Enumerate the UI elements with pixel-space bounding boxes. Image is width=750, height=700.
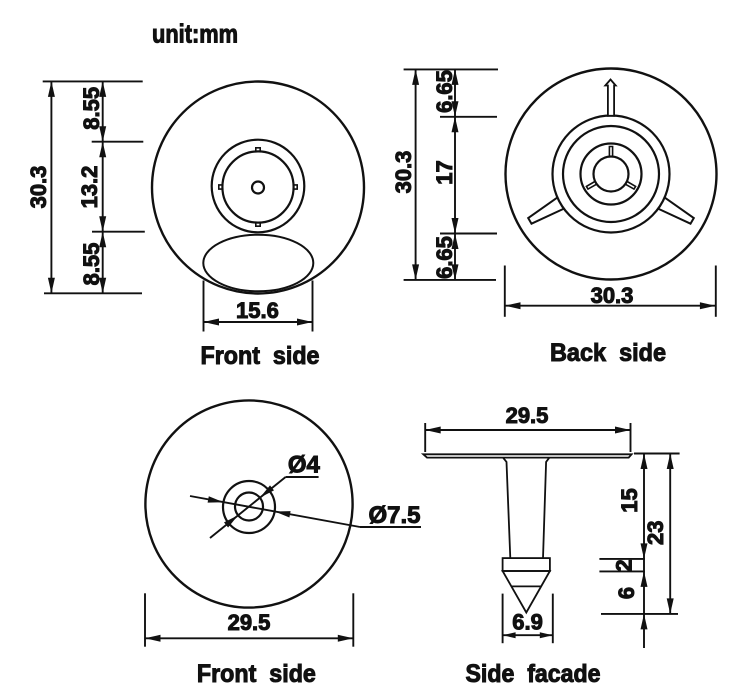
svg-text:Ø4: Ø4 (288, 452, 321, 479)
svg-text:2: 2 (612, 559, 637, 571)
svg-text:30.3: 30.3 (391, 151, 416, 194)
svg-text:23: 23 (643, 520, 668, 544)
svg-text:Ø7.5: Ø7.5 (369, 502, 421, 529)
svg-text:Front side: Front side (201, 342, 320, 370)
svg-text:15.6: 15.6 (236, 298, 279, 323)
svg-text:Side facade: Side facade (466, 660, 601, 688)
svg-text:29.5: 29.5 (506, 403, 549, 428)
svg-text:8.55: 8.55 (79, 87, 104, 130)
svg-text:6.65: 6.65 (432, 236, 457, 279)
svg-text:6.65: 6.65 (432, 70, 457, 113)
svg-text:30.3: 30.3 (591, 283, 634, 308)
svg-text:13.2: 13.2 (77, 166, 102, 209)
svg-text:17: 17 (432, 160, 457, 184)
svg-text:29.5: 29.5 (228, 610, 271, 635)
svg-text:6: 6 (614, 587, 639, 599)
svg-text:30.3: 30.3 (26, 166, 51, 209)
svg-text:8.55: 8.55 (79, 243, 104, 286)
svg-text:15: 15 (617, 488, 642, 512)
svg-text:Front side: Front side (197, 660, 316, 688)
svg-text:unit:mm: unit:mm (152, 18, 238, 48)
svg-text:Back side: Back side (550, 339, 666, 367)
svg-text:6.9: 6.9 (512, 610, 543, 635)
